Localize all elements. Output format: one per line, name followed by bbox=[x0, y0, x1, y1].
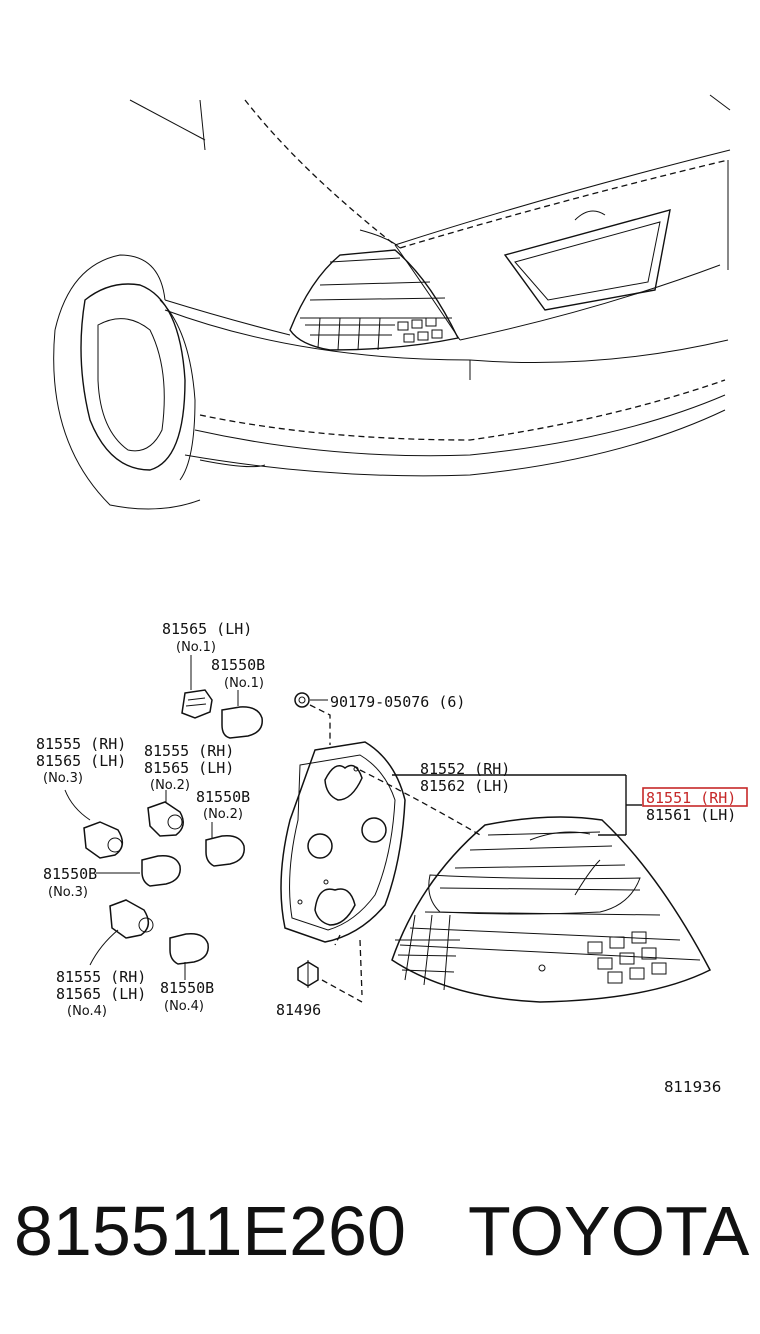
label-no1-socket: (No.1) bbox=[176, 640, 216, 655]
leader-lines bbox=[392, 774, 642, 836]
screw-81496 bbox=[297, 934, 363, 1003]
gasket-81552 bbox=[280, 741, 406, 943]
label-81562-lh: 81562 (LH) bbox=[420, 777, 510, 795]
label-81555-rh-no2: 81555 (RH) bbox=[144, 742, 234, 760]
label-81550b-no3: 81550B bbox=[43, 865, 97, 883]
socket-no3 bbox=[64, 789, 124, 859]
label-81565-lh-no1: 81565 (LH) bbox=[162, 620, 252, 638]
label-81550b-no2: 81550B bbox=[196, 788, 250, 806]
label-no3-socket: (No.3) bbox=[43, 771, 83, 786]
brand-name: TOYOTA bbox=[468, 1192, 750, 1270]
part-number: 815511E260 bbox=[14, 1192, 406, 1270]
diagram-code: 811936 bbox=[664, 1078, 721, 1096]
label-90179-05076: 90179-05076 (6) bbox=[330, 693, 465, 711]
label-81496: 81496 bbox=[276, 1001, 321, 1019]
label-81555-rh-no4: 81555 (RH) bbox=[56, 968, 146, 986]
nut-90179 bbox=[294, 692, 331, 745]
bulb-no4 bbox=[169, 932, 209, 980]
label-no2-socket: (No.2) bbox=[150, 778, 190, 793]
label-81555-rh-no3: 81555 (RH) bbox=[36, 735, 126, 753]
label-no2-bulb: (No.2) bbox=[203, 807, 243, 822]
label-no3-bulb: (No.3) bbox=[48, 885, 88, 900]
label-no4-bulb: (No.4) bbox=[164, 999, 204, 1014]
label-81550b-no1: 81550B bbox=[211, 656, 265, 674]
label-no1-bulb: (No.1) bbox=[224, 676, 264, 691]
lamp-lens-grid bbox=[395, 914, 701, 991]
label-81552-rh: 81552 (RH) bbox=[420, 760, 510, 778]
label-81550b-no4: 81550B bbox=[160, 979, 214, 997]
socket-no4 bbox=[89, 899, 154, 966]
socket-no2 bbox=[147, 790, 184, 837]
car-rear-illustration bbox=[53, 94, 731, 510]
label-81551-rh: 81551 (RH) bbox=[646, 789, 736, 807]
label-81565-lh-no4: 81565 (LH) bbox=[56, 985, 146, 1003]
highlight-box-81551 bbox=[642, 787, 748, 807]
tail-lamp-assembly-81551 bbox=[359, 769, 712, 1003]
bulb-no2 bbox=[205, 822, 245, 867]
label-81565-lh-no3: 81565 (LH) bbox=[36, 752, 126, 770]
car-lamp-grid bbox=[305, 317, 443, 351]
bulb-no1 bbox=[221, 690, 263, 739]
label-no4-socket: (No.4) bbox=[67, 1004, 107, 1019]
bulb-no3 bbox=[96, 854, 181, 887]
socket-no1 bbox=[181, 655, 213, 719]
label-81565-lh-no2: 81565 (LH) bbox=[144, 759, 234, 777]
label-81561-lh: 81561 (LH) bbox=[646, 806, 736, 824]
